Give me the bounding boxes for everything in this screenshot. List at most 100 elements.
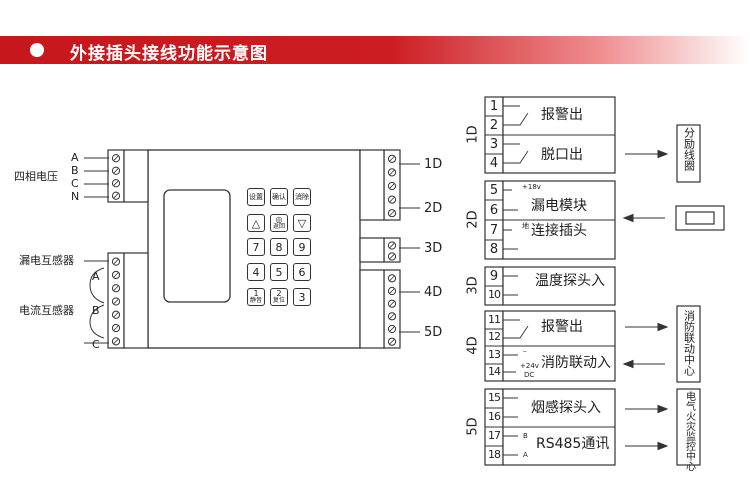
fire-linkage-center-label: 消防联动中心 [682,310,696,376]
terminal-number-15: 15 [488,391,501,404]
key-5[interactable]: 5 [270,263,288,281]
group-2d-label: 2D [465,210,481,229]
port-3d-label: 3D [424,241,443,256]
up-key[interactable]: △ [247,214,265,232]
terminal-screw-slot [389,210,395,216]
b-note: B [523,432,528,440]
back-key-label: 返回 [272,223,285,230]
fire-linkage-input-label: 消防联动入 [541,355,611,371]
phase-n-letter: N [71,190,80,203]
terminal-number-1: 1 [489,99,499,114]
terminal-number-4: 4 [489,156,499,171]
current-transformer-label: 电流互感器 [19,304,74,317]
fire-link-box [676,305,701,383]
terminal-number-17: 17 [488,429,501,442]
rs485-leads [503,435,518,456]
fire-input-leads [503,354,518,373]
terminal-screw-slot [389,183,395,189]
port-1d-label: 1D [424,157,443,172]
terminal-number-6: 6 [489,202,499,218]
terminal-screw-slot [389,197,395,203]
phase-voltage-label: 四相电压 [14,170,58,183]
terminal-screw-slot [113,299,119,304]
dc-note: DC [524,371,535,379]
group-5d-label: 5D [465,417,481,436]
alarm-output-1-label: 报警出 [541,107,583,123]
terminal-number-3: 3 [489,137,499,152]
relay-lead-3 [503,319,529,339]
alarm-output-2-label: 报警出 [541,319,583,335]
smoke-probe-label: 烟感探头入 [531,400,601,416]
terminal-screw-slot [389,301,395,307]
terminal-screw-slot [113,168,119,174]
group-1d-label: 1D [465,125,481,144]
terminal-number-16: 16 [488,410,501,423]
relay-lead-2 [503,143,529,164]
phase-a-letter: A [71,151,79,164]
phase-b-letter: B [71,164,79,177]
terminal-screw-slot [113,272,119,278]
terminal-screw-slot [389,339,395,345]
terminal-screw-slot [113,325,119,331]
key-1-mute[interactable]: 1 静音 [247,288,265,306]
terminal-screw-slot [389,254,395,259]
key-9[interactable]: 9 [293,238,311,256]
port-2d-label: 2D [424,201,443,216]
trip-coil-box [676,124,701,183]
terminal-screw-slot [113,193,119,199]
terminal-screw-slot [389,313,395,319]
terminal-screw-slot [113,285,119,291]
key-1-digit: 1 [253,289,259,298]
key-7[interactable]: 7 [247,238,265,256]
settings-key[interactable]: 设置 [247,188,265,206]
v24-note: +24v [520,362,539,370]
leakage-transformer-label: 漏电互感器 [19,254,74,267]
key-2-reset[interactable]: 2 复位 [270,288,288,306]
module-leads [503,189,518,250]
minus-note: – [523,347,527,355]
port-5d-label: 5D [424,325,443,340]
connection-plug-label: 连接插头 [531,223,587,239]
probe-leads [503,275,518,296]
port-4d-label: 4D [424,285,443,300]
terminal-number-12: 12 [488,330,501,343]
clear-key[interactable]: 消除 [293,188,311,206]
terminal-number-11: 11 [488,312,501,326]
key-3[interactable]: 3 [293,288,311,306]
terminal-number-5: 5 [489,183,499,198]
terminal-screw-slot [113,312,119,318]
terminal-screw-slot [113,259,119,265]
ground-note: 地 [522,222,529,230]
terminal-screw-slot [113,338,119,344]
terminal-screw-slot [113,155,119,161]
group-3d-label: 3D [465,276,481,295]
terminal-number-14: 14 [488,365,501,378]
confirm-key[interactable]: 确认 [270,188,288,206]
key-2-sub: 复位 [272,297,285,304]
a-note: A [523,451,528,459]
terminal-number-7: 7 [489,222,499,238]
current-b-letter: B [92,304,100,317]
title-banner: 外接插头接线功能示意图 [0,36,750,64]
key-8[interactable]: 8 [270,238,288,256]
key-4[interactable]: 4 [247,263,265,281]
key-1-sub: 静音 [249,297,262,304]
fire-alarm-box [676,388,701,466]
terminal-screw-slot [113,180,119,186]
phase-c-letter: C [71,177,79,190]
relay-lead-1 [503,105,529,126]
terminal-number-18: 18 [488,448,501,461]
key-6[interactable]: 6 [293,263,311,281]
temperature-probe-label: 温度探头入 [535,273,605,289]
terminal-number-13: 13 [488,347,501,361]
leakage-module-label: 漏电模块 [531,198,587,214]
terminal-screw-slot [389,169,395,175]
rs485-label: RS485通讯 [536,436,610,452]
trip-coil-label: 分励线圈 [682,127,696,171]
group-4d-label: 4D [465,336,481,355]
terminal-screw-slot [389,156,395,162]
terminal-number-9: 9 [489,269,499,284]
down-key[interactable]: ▽ [293,214,311,232]
back-key[interactable]: ◎ 返回 [270,214,288,232]
